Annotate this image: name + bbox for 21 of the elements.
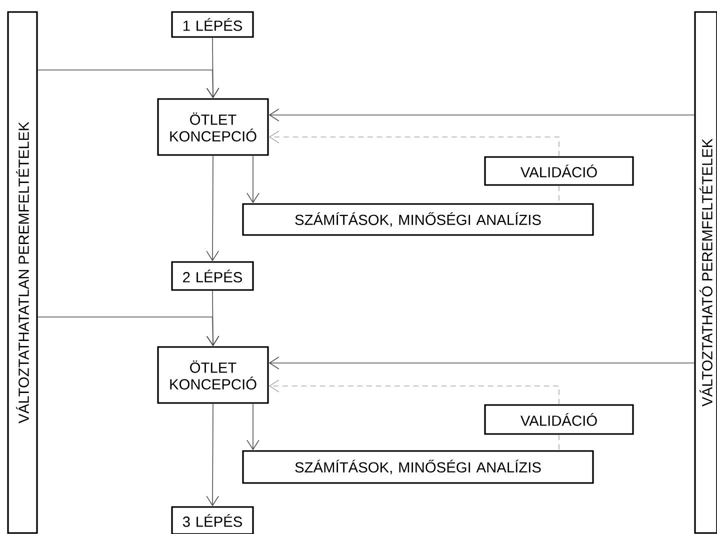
arrow — [246, 403, 260, 450]
arrow — [268, 380, 560, 405]
arrow — [268, 130, 560, 157]
side-bar: VÁLTOZTATHATÓ PEREMFELTÉTELEK — [694, 11, 717, 534]
process-box: ÖTLET KONCEPCIÓ — [157, 98, 269, 156]
step-box: 1 LÉPÉS — [171, 11, 254, 38]
process-box: SZÁMÍTÁSOK, MINŐSÉGI ANALÍZIS — [242, 450, 594, 484]
arrow — [206, 403, 219, 506]
process-box: SZÁMÍTÁSOK, MINŐSÉGI ANALÍZIS — [242, 203, 594, 236]
process-box: ÖTLET KONCEPCIÓ — [157, 346, 269, 404]
arrow — [268, 356, 695, 370]
step-box: 2 LÉPÉS — [171, 261, 254, 291]
arrow — [37, 70, 220, 98]
process-box: VALIDÁCIÓ — [484, 404, 634, 435]
arrow — [206, 155, 219, 262]
arrow — [37, 316, 220, 346]
arrow — [268, 108, 695, 122]
arrow — [246, 155, 260, 204]
side-bar: VÁLTOZTATHATATLAN PEREMFELTÉTELEK — [7, 11, 38, 534]
step-box: 3 LÉPÉS — [171, 506, 254, 534]
process-box: VALIDÁCIÓ — [484, 156, 634, 186]
